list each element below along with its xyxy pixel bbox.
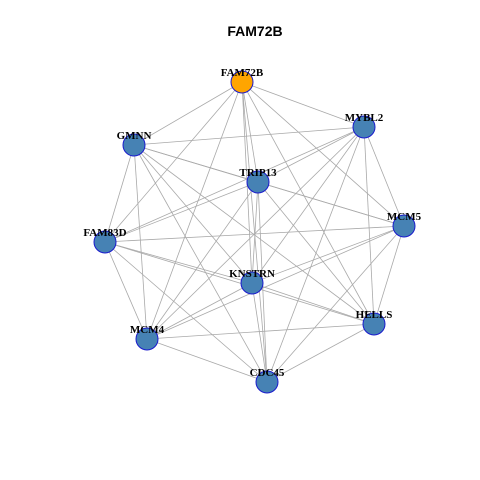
node-circle bbox=[392, 214, 416, 238]
node-circle bbox=[240, 271, 264, 295]
edge-mybl2-hells bbox=[363, 126, 375, 325]
edge-trip13-mcm5 bbox=[257, 181, 405, 227]
edge-fam83d-hells bbox=[104, 241, 375, 325]
edge-layer bbox=[104, 81, 405, 383]
node-label: MYBL2 bbox=[345, 112, 384, 124]
node-label: HELLS bbox=[356, 309, 393, 321]
node-fam83d: FAM83D bbox=[83, 227, 127, 254]
edge-mybl2-mcm5 bbox=[363, 126, 405, 227]
node-label: TRIP13 bbox=[239, 167, 277, 179]
node-mcm4: MCM4 bbox=[130, 324, 165, 351]
edge-fam72b-gmnn bbox=[133, 81, 243, 146]
edge-mybl2-trip13 bbox=[257, 126, 365, 183]
edge-fam72b-hells bbox=[241, 81, 375, 325]
edge-fam72b-mcm4 bbox=[146, 81, 243, 340]
edge-knstrn-cdc45 bbox=[251, 282, 268, 383]
node-label: MCM4 bbox=[130, 324, 165, 336]
edge-gmnn-fam83d bbox=[104, 144, 135, 243]
node-circle bbox=[135, 327, 159, 351]
graph-title: FAM72B bbox=[227, 23, 282, 39]
node-label: KNSTRN bbox=[229, 268, 275, 280]
node-label: FAM83D bbox=[83, 227, 126, 239]
node-label: FAM72B bbox=[221, 67, 264, 79]
edge-fam72b-trip13 bbox=[241, 81, 259, 183]
edge-gmnn-mcm4 bbox=[133, 144, 148, 340]
node-gmnn: GMNN bbox=[117, 130, 152, 157]
node-fam72b: FAM72B bbox=[221, 67, 264, 94]
edge-mcm5-knstrn bbox=[251, 225, 405, 284]
edge-mcm5-hells bbox=[373, 225, 405, 325]
edge-trip13-knstrn bbox=[251, 181, 259, 284]
edge-fam83d-mcm4 bbox=[104, 241, 148, 340]
edge-fam83d-knstrn bbox=[104, 241, 253, 284]
edge-knstrn-mcm4 bbox=[146, 282, 253, 340]
node-hells: HELLS bbox=[356, 309, 393, 336]
edge-hells-mcm4 bbox=[146, 323, 375, 340]
edge-mcm5-fam83d bbox=[104, 225, 405, 243]
edge-fam72b-fam83d bbox=[104, 81, 243, 243]
edge-fam72b-cdc45 bbox=[241, 81, 268, 383]
node-mybl2: MYBL2 bbox=[345, 112, 384, 139]
node-circle bbox=[352, 115, 376, 139]
edge-fam83d-cdc45 bbox=[104, 241, 268, 383]
edge-trip13-fam83d bbox=[104, 181, 259, 243]
node-label: CDC45 bbox=[250, 367, 285, 379]
node-label: GMNN bbox=[117, 130, 152, 142]
node-mcm5: MCM5 bbox=[387, 211, 422, 238]
edge-fam72b-mcm5 bbox=[241, 81, 405, 227]
edge-gmnn-hells bbox=[133, 144, 375, 325]
edge-trip13-mcm4 bbox=[146, 181, 259, 340]
node-circle bbox=[230, 70, 254, 94]
edge-mybl2-knstrn bbox=[251, 126, 365, 284]
edge-mybl2-mcm4 bbox=[146, 126, 365, 340]
node-circle bbox=[362, 312, 386, 336]
edge-mybl2-gmnn bbox=[133, 126, 365, 146]
node-cdc45: CDC45 bbox=[250, 367, 285, 394]
node-knstrn: KNSTRN bbox=[229, 268, 275, 295]
edge-knstrn-hells bbox=[251, 282, 375, 325]
edge-trip13-hells bbox=[257, 181, 375, 325]
edge-hells-cdc45 bbox=[266, 323, 375, 383]
node-circle bbox=[246, 170, 270, 194]
node-circle bbox=[255, 370, 279, 394]
node-circle bbox=[93, 230, 117, 254]
edge-gmnn-knstrn bbox=[133, 144, 253, 284]
edge-fam72b-mybl2 bbox=[241, 81, 365, 128]
edge-mcm5-mcm4 bbox=[146, 225, 405, 340]
edge-mcm4-cdc45 bbox=[146, 338, 268, 383]
edge-mcm5-cdc45 bbox=[266, 225, 405, 383]
edge-mybl2-fam83d bbox=[104, 126, 365, 243]
node-circle bbox=[122, 133, 146, 157]
edge-mybl2-cdc45 bbox=[266, 126, 365, 383]
node-trip13: TRIP13 bbox=[239, 167, 277, 194]
node-label: MCM5 bbox=[387, 211, 422, 223]
